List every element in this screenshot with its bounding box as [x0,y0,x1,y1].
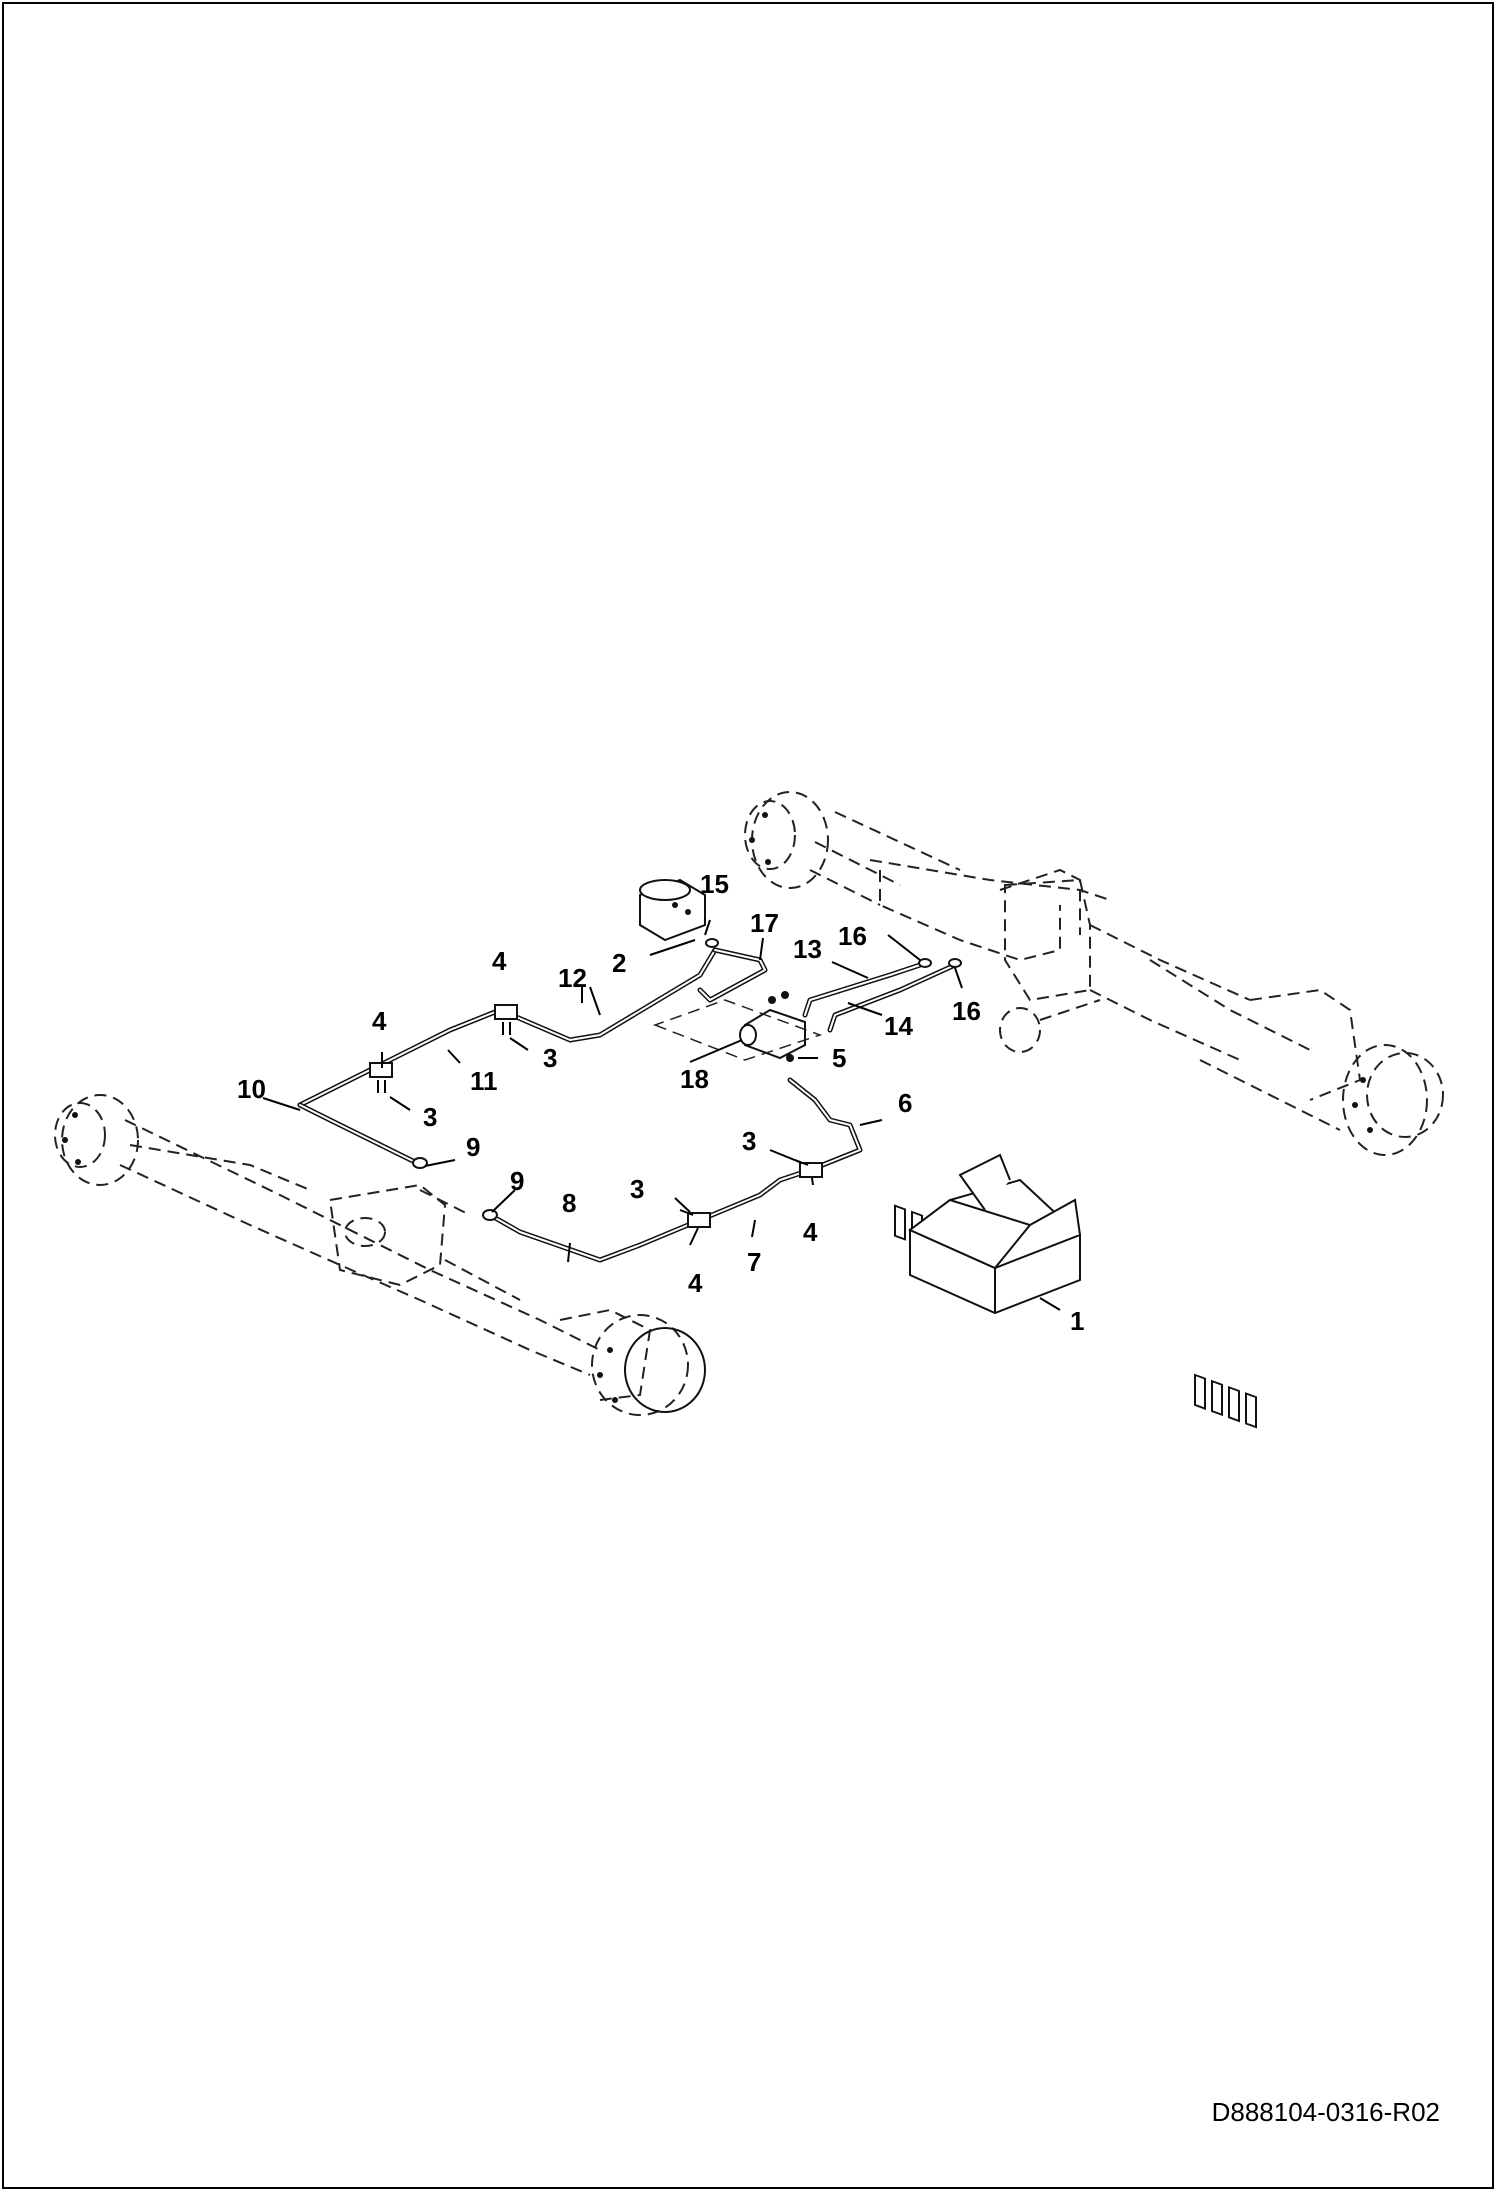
clamp-4d [687,1212,711,1228]
leader-lines [262,919,1061,1311]
callout-5: 5 [832,1043,846,1073]
callout-4d: 4 [688,1268,703,1298]
rear-axle-phantom [744,791,1444,1429]
callout-16a: 16 [838,921,867,951]
callout-18: 18 [680,1064,709,1094]
callout-17: 17 [750,908,779,938]
callout-3c: 3 [742,1126,756,1156]
callout-15: 15 [700,869,729,899]
document-id: D888104-0316-R02 [1211,2097,1440,2127]
callout-4b: 4 [372,1006,387,1036]
callout-8: 8 [562,1188,576,1218]
callout-1: 1 [1070,1306,1084,1336]
callout-9b: 9 [510,1166,524,1196]
callout-3b: 3 [423,1102,437,1132]
front-axle-phantom [54,1094,706,1416]
callout-14: 14 [884,1011,913,1041]
callout-labels: 1 2 3 3 3 3 4 4 4 4 5 6 7 8 9 9 10 11 12… [237,869,1084,1336]
callout-4a: 4 [492,946,507,976]
components [369,878,962,1228]
clamp-4c [799,1162,823,1178]
callout-2: 2 [612,948,626,978]
callout-10: 10 [237,1074,266,1104]
callout-6: 6 [898,1088,912,1118]
parts-kit-box [908,1153,1081,1315]
callout-3a: 3 [543,1043,557,1073]
callout-4c: 4 [803,1217,818,1247]
brake-valve [639,878,706,942]
callout-13: 13 [793,934,822,964]
bracket-phantom [652,999,823,1061]
callout-9a: 9 [466,1132,480,1162]
callout-7: 7 [747,1247,761,1277]
callout-3d: 3 [630,1174,644,1204]
clamp-4a [494,1004,518,1020]
brake-lines [297,947,958,1263]
callout-11: 11 [470,1066,498,1096]
solenoid-valve [739,991,806,1062]
callout-12: 12 [558,963,587,993]
callout-16b: 16 [952,996,981,1026]
